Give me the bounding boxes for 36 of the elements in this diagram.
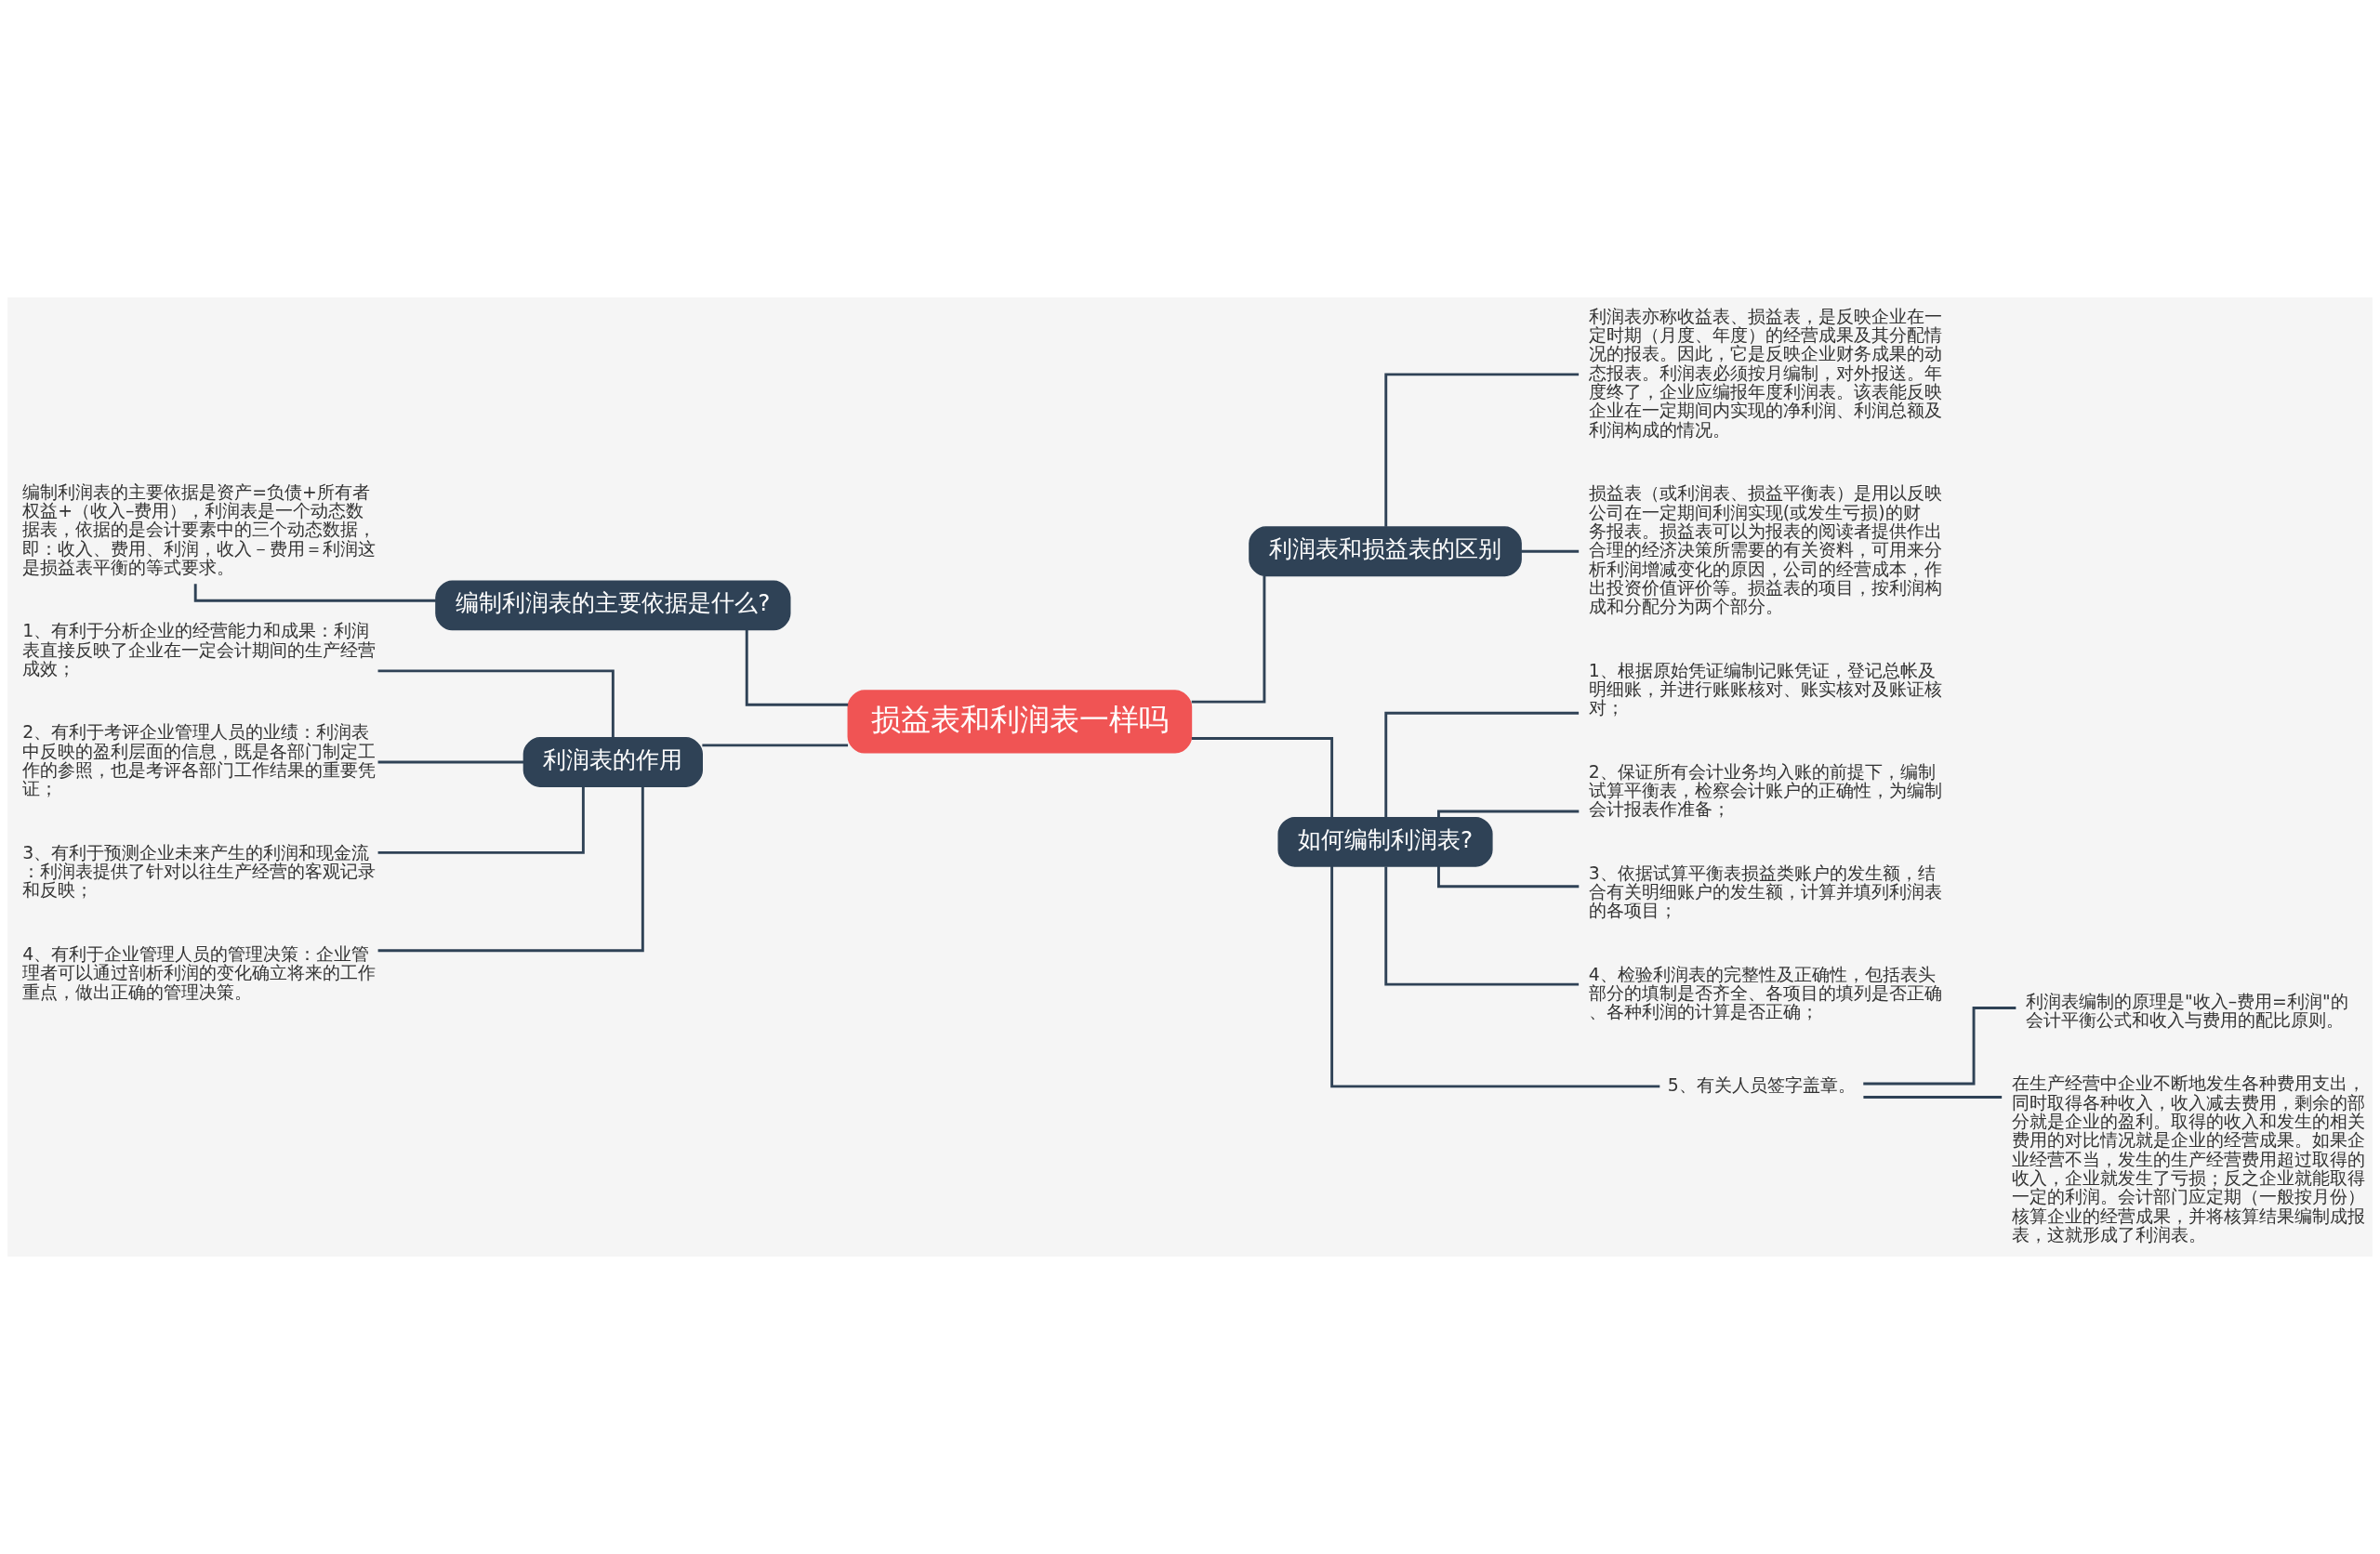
connector [1330, 865, 1660, 1088]
connector [377, 669, 615, 738]
connector [1437, 866, 1580, 889]
node-box: 损益表和利润表一样吗 [847, 690, 1193, 754]
node-box: 编制利润表的主要依据是什么? [435, 580, 791, 631]
connector [1384, 711, 1580, 818]
node-text: 1、根据原始凭证编制记账凭证，登记总帐及明细账，并进行账账核对、账实核对及账证核对； [1588, 659, 1942, 718]
node-text: 2、保证所有会计业务均入账的前提下，编制试算平衡表，检察会计账户的正确性，为编制会计报表作准备； [1588, 760, 1942, 820]
node-box: 利润表的作用 [522, 737, 703, 787]
node-text: 1、有利于分析企业的经营能力和成果：利润表直接反映了企业在一定会计期间的生产经营成效； [22, 620, 377, 679]
connector [1863, 1007, 2016, 1086]
connector [377, 786, 585, 854]
node-text: 3、依据试算平衡表损益类账户的发生额，结合有关明细账户的发生额，计算并填列利润表的各项目； [1588, 862, 1942, 921]
node-text: 在生产经营中企业不断地发生各种费用支出，同时取得各种收入，收入减去费用，剩余的部分就是企业的盈利。取得的收入和发生的相关费用的对比情况就是企业的经营成果。如果企业经营不当，发生的生产经营费用超过取得的收入，企业就发生了亏损；反之企业就能取得一定的利润。会计部门应定期（一般按月份）核算企业的经营成果，并将核算结果编制成报表，这就形成了利润表。 [2011, 1073, 2365, 1245]
connector [1437, 810, 1580, 818]
node-text: 5、有关人员签字盖章。 [1667, 1073, 1856, 1095]
node-text: 利润表编制的原理是"收入–费用=利润"的会计平衡公式和收入与费用的配比原则。 [2026, 990, 2348, 1031]
node-box: 利润表和损益表的区别 [1249, 526, 1522, 577]
node-text: 3、有利于预测企业未来产生的利润和现金流：利润表提供了针对以往生产经营的客观记录和反映； [22, 841, 377, 901]
connector [1191, 576, 1266, 704]
connector [1521, 549, 1580, 553]
node-box: 如何编制利润表? [1277, 816, 1493, 867]
connector [1384, 866, 1580, 986]
connector [1384, 373, 1580, 527]
node-text: 利润表亦称收益表、损益表，是反映企业在一定时期（月度、年度）的经营成果及其分配情况的报表。因此，它是反映企业财务成果的动态报表。利润表必须按月编制，对外报送。年度终了，企业应编报年度利润表。该表能反映企业在一定期间内实现的净利润、利润总额及利润构成的情况。 [1588, 305, 1942, 440]
node-text: 4、有利于企业管理人员的管理决策：企业管理者可以通过剖析利润的变化确立将来的工作重点，做出正确的管理决策。 [22, 942, 377, 1002]
connector [745, 629, 849, 706]
connector [1191, 737, 1334, 818]
connector [702, 744, 849, 747]
connector [1863, 1096, 2003, 1099]
connector [377, 760, 524, 764]
node-text: 损益表（或利润表、损益平衡表）是用以反映公司在一定期间利润实现(或发生亏损)的财务报表。损益表可以为报表的阅读者提供作出合理的经济决策所需要的有关资料，可用来分析利润增减变化的原因，公司的经营成本，作出投资价值评价等。损益表的项目，按利润构成和分配分为两个部分。 [1588, 482, 1942, 617]
node-text: 2、有利于考评企业管理人员的业绩：利润表中反映的盈利层面的信息，既是各部门制定工作的参照，也是考评各部门工作结果的重要凭证； [22, 721, 377, 799]
node-text: 编制利润表的主要依据是资产=负债+所有者权益+（收入–费用），利润表是一个动态数据表，依据的是会计要素中的三个动态数据，即：收入、费用、利润，收入－费用＝利润这是损益表平衡的等式要求。 [22, 481, 377, 578]
connector [377, 786, 644, 953]
node-text: 4、检验利润表的完整性及正确性，包括表头部分的填制是否齐全、各项目的填列是否正确、各种利润的计算是否正确； [1588, 963, 1942, 1022]
